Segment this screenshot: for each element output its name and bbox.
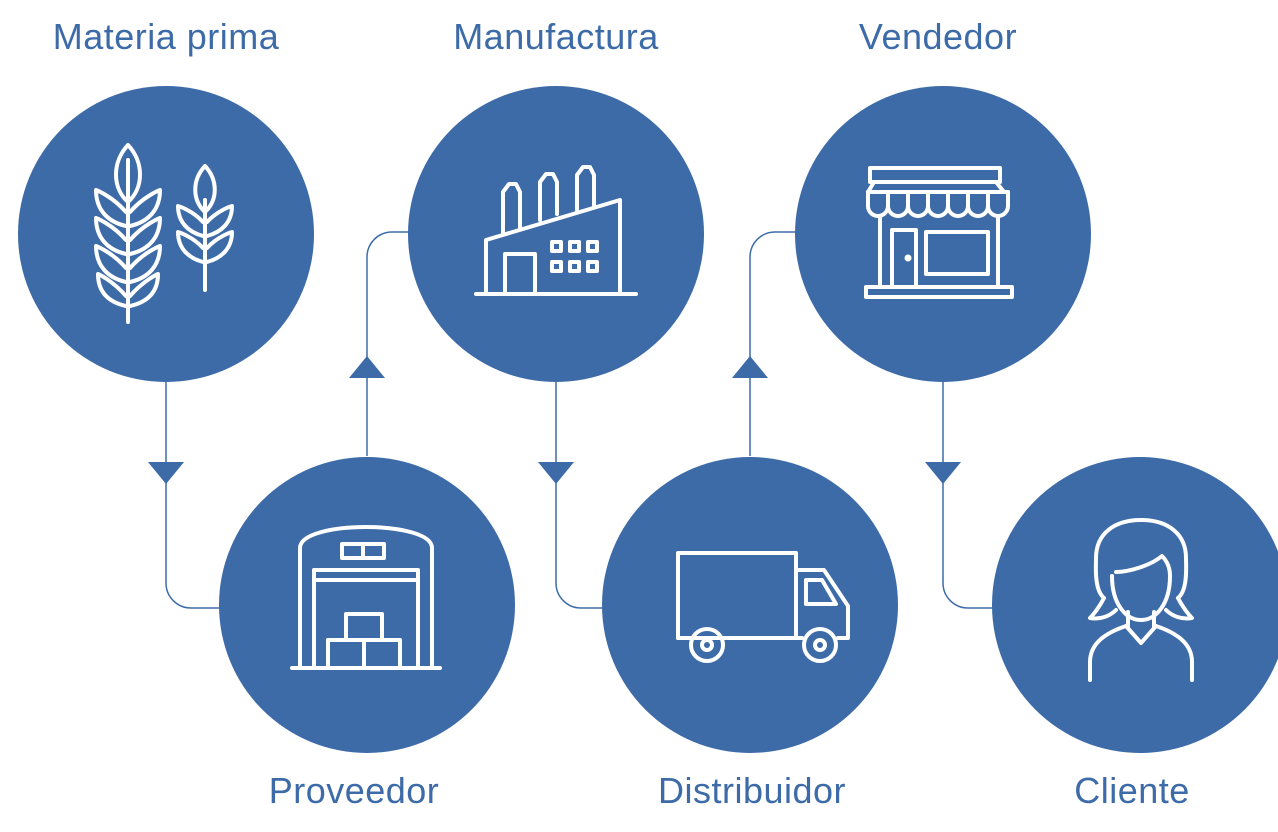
node-materia-prima	[18, 86, 314, 382]
label-manufactura: Manufactura	[453, 16, 659, 57]
node-cliente	[992, 457, 1278, 753]
arrow-up-icon	[732, 356, 768, 378]
wheat-icon	[94, 143, 234, 324]
label-materia-prima: Materia prima	[52, 16, 280, 57]
node-distribuidor	[602, 457, 898, 753]
edge-materia-prima-to-proveedor	[165, 380, 222, 609]
store-icon	[864, 166, 1014, 299]
edge-distribuidor-to-vendedor	[749, 231, 797, 456]
arrow-down-icon	[148, 462, 184, 484]
edge-vendedor-to-cliente	[942, 380, 997, 609]
arrowheads	[148, 356, 961, 484]
connectors	[165, 231, 997, 609]
node-manufactura	[408, 86, 704, 382]
truck-icon	[676, 551, 850, 663]
edge-proveedor-to-manufactura	[366, 231, 410, 456]
arrow-down-icon	[538, 462, 574, 484]
node-proveedor	[219, 457, 515, 753]
arrow-up-icon	[349, 356, 385, 378]
factory-icon	[474, 165, 638, 296]
edge-manufactura-to-distribuidor	[555, 380, 612, 609]
warehouse-icon	[290, 525, 442, 670]
label-vendedor: Vendedor	[858, 16, 1018, 57]
arrow-down-icon	[925, 462, 961, 484]
customer-icon	[1088, 518, 1194, 682]
label-proveedor: Proveedor	[268, 770, 440, 811]
nodes	[18, 86, 1278, 753]
label-distribuidor: Distribuidor	[657, 770, 847, 811]
label-cliente: Cliente	[1074, 770, 1190, 811]
